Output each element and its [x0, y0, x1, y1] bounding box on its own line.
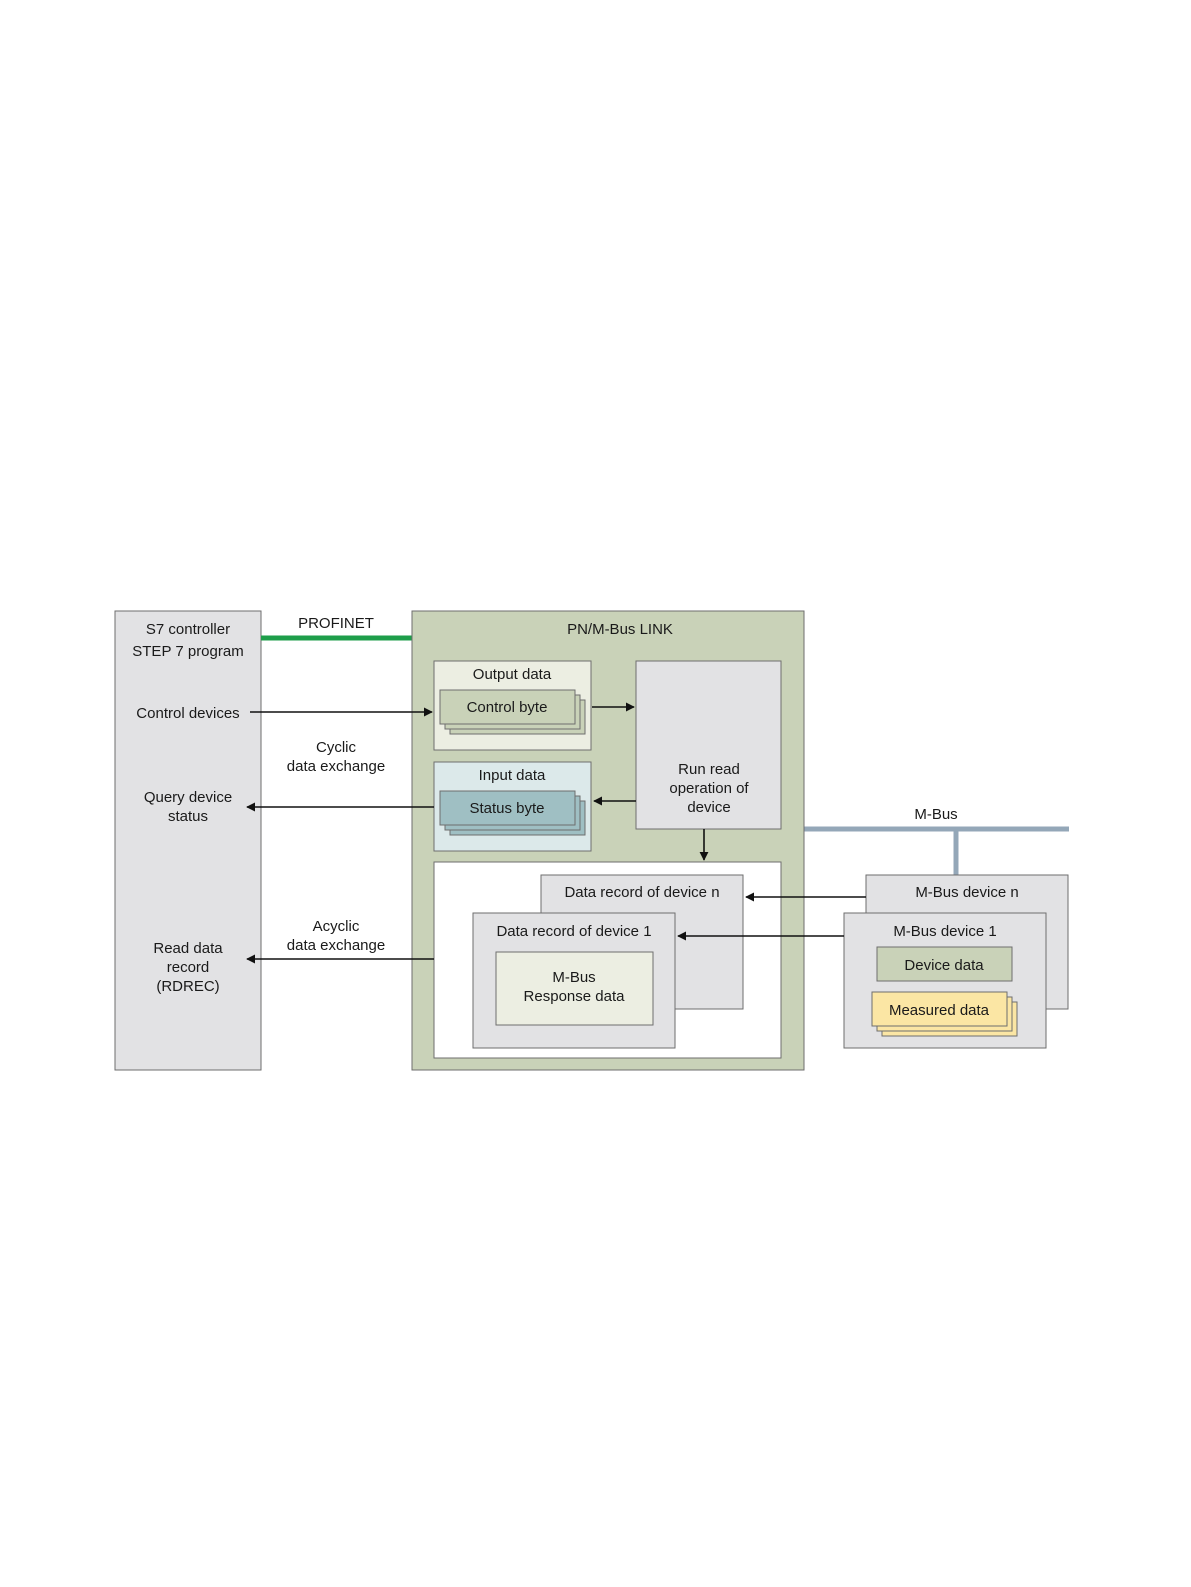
- status-byte-label: Status byte: [469, 800, 544, 817]
- status-byte-box: [439, 790, 576, 826]
- controller-title-line1: S7 controller: [146, 621, 230, 638]
- acyclic-line1: Acyclic: [313, 918, 360, 935]
- mbus-response-line2: Response data: [524, 988, 626, 1005]
- read-data-record-line2: record: [167, 959, 210, 976]
- mbus-device-1-label: M-Bus device 1: [893, 923, 996, 940]
- control-byte-label: Control byte: [467, 699, 548, 716]
- control-byte-box: [439, 689, 576, 725]
- mbus-device-n-label: M-Bus device n: [915, 884, 1018, 901]
- device-data-label: Device data: [904, 957, 984, 974]
- data-record-device-1-label: Data record of device 1: [496, 923, 651, 940]
- link-title: PN/M-Bus LINK: [567, 621, 673, 638]
- output-data-label: Output data: [473, 666, 552, 683]
- run-read-line2: operation of: [669, 780, 749, 797]
- mbus-response-data-box: [495, 951, 654, 1026]
- cyclic-line2: data exchange: [287, 758, 385, 775]
- read-data-record-line1: Read data: [153, 940, 223, 957]
- query-device-status-line1: Query device: [144, 789, 232, 806]
- mbus-label: M-Bus: [914, 806, 957, 823]
- s7-controller-box: [114, 610, 262, 1071]
- read-data-record-line3: (RDREC): [156, 978, 219, 995]
- input-data-label: Input data: [479, 767, 546, 784]
- query-device-status-line2: status: [168, 808, 208, 825]
- controller-title-line2: STEP 7 program: [132, 643, 243, 660]
- data-record-device-n-label: Data record of device n: [564, 884, 719, 901]
- measured-data-label: Measured data: [889, 1002, 990, 1019]
- acyclic-line2: data exchange: [287, 937, 385, 954]
- run-read-line1: Run read: [678, 761, 740, 778]
- device-data-box: [876, 946, 1013, 982]
- run-read-line3: device: [687, 799, 730, 816]
- control-devices-label: Control devices: [136, 705, 239, 722]
- run-read-operation-box: [635, 660, 782, 830]
- cyclic-line1: Cyclic: [316, 739, 356, 756]
- measured-data-box: [871, 991, 1008, 1027]
- profinet-label: PROFINET: [298, 615, 374, 632]
- mbus-response-line1: M-Bus: [552, 969, 595, 986]
